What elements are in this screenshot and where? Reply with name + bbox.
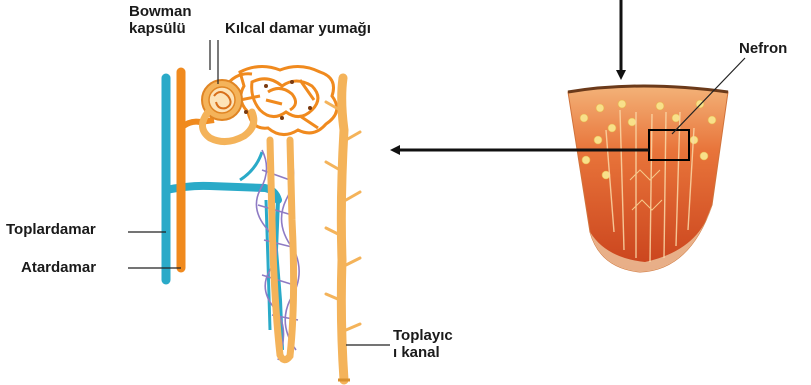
toplardamar-label: Toplardamar (6, 221, 96, 238)
collecting-duct (326, 78, 360, 380)
bowman-label: Bowman kapsülü (129, 3, 192, 37)
atardamar-label: Atardamar (21, 259, 96, 276)
toplayici-label-line2: ı kanal (393, 344, 453, 361)
nephron (166, 66, 360, 380)
nefron-label: Nefron (739, 40, 787, 57)
bowman-label-line1: Bowman (129, 3, 192, 20)
toplayici-label-line1: Toplayıc (393, 327, 453, 344)
kilcal-label: Kılcal damar yumağı (225, 20, 371, 37)
toplayici-label: Toplayıc ı kanal (393, 327, 453, 361)
bowman-label-line2: kapsülü (129, 20, 192, 37)
kidney-section (568, 86, 728, 272)
